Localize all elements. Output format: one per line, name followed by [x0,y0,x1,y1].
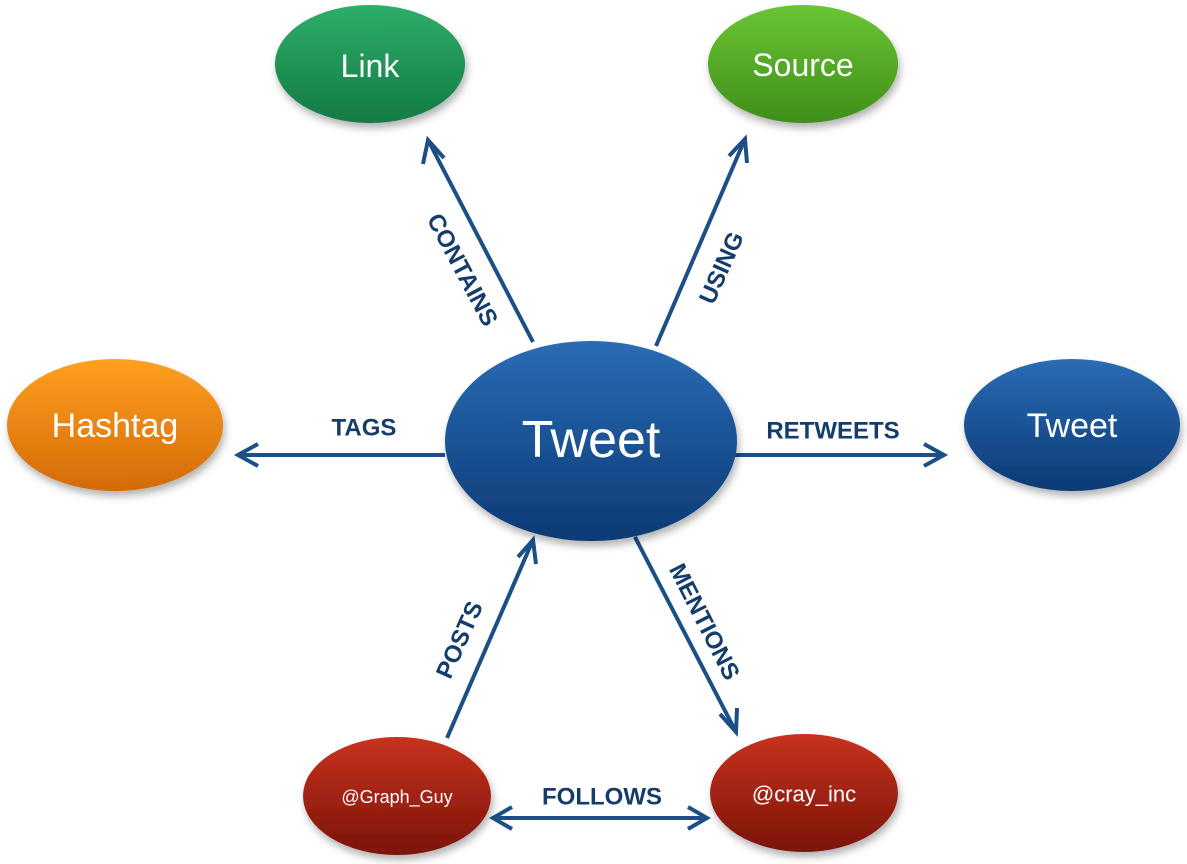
edge-label-retweets: RETWEETS [766,418,899,445]
edge-mentions-arrowhead [718,707,739,738]
node-tweet-center: Tweet [445,341,737,541]
edge-label-mentions: MENTIONS [663,559,745,684]
node-cray-inc: @cray_inc [710,734,898,852]
node-tweet-retweet-shape [964,359,1180,491]
edge-using-arrowhead [727,134,749,164]
edge-mentions [633,536,739,738]
edge-mentions-line [633,536,738,733]
node-tweet-retweet-label: Tweet [1027,407,1118,445]
edge-follows-arrowhead-right [686,805,711,831]
edge-tags [233,442,445,468]
edge-label-contains: CONTAINS [421,209,503,331]
edge-tags-arrowhead [233,442,259,468]
edge-retweets [735,442,949,468]
edges-layer [233,134,949,831]
node-source: Source [708,5,898,123]
node-tweet-center-shape [445,341,737,541]
node-tweet-center-label: Tweet [522,411,661,469]
node-link-label: Link [341,48,401,84]
node-graph-guy-shape [303,737,491,855]
edge-using-line [654,138,747,347]
node-graph-guy: @Graph_Guy [303,737,491,855]
edge-posts [445,535,538,739]
node-cray-inc-label: @cray_inc [752,782,856,807]
node-link-shape [275,5,465,123]
node-graph-guy-label: @Graph_Guy [341,787,452,808]
edge-follows [489,805,711,831]
node-cray-inc-shape [710,734,898,852]
node-source-shape [708,5,898,123]
nodes-layer: Link Source Hashtag Tweet Tweet @Graph_G… [7,5,1180,855]
node-tweet-retweet: Tweet [964,359,1180,491]
edge-contains-line [426,139,535,343]
node-hashtag-shape [7,359,223,491]
edge-contains-arrowhead [421,135,446,165]
node-hashtag-label: Hashtag [52,407,179,445]
node-hashtag: Hashtag [7,359,223,491]
edge-label-tags: TAGS [332,415,397,442]
edge-contains [421,135,535,343]
node-source-label: Source [752,47,853,83]
edge-retweets-arrowhead [923,442,949,468]
edge-label-follows: FOLLOWS [542,784,662,811]
edge-posts-arrowhead [516,535,538,565]
edge-posts-line [445,539,535,739]
edge-follows-arrowhead-left [489,805,514,831]
node-link: Link [275,5,465,123]
edge-label-posts: POSTS [431,597,489,682]
edge-using [654,134,749,347]
